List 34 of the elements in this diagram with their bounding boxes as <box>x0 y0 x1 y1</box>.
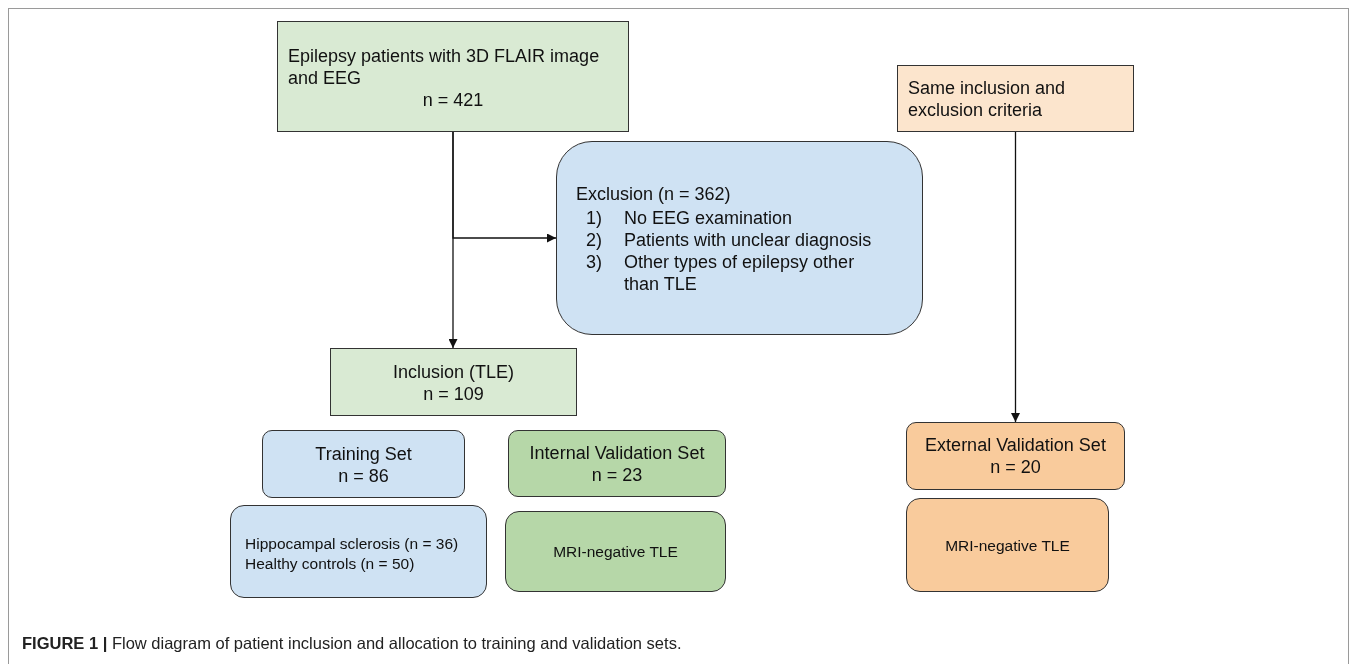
node-text: MRI-negative TLE <box>945 536 1070 556</box>
process-box <box>906 498 1109 592</box>
node-text: Inclusion (TLE) <box>393 361 514 383</box>
node-text: External Validation Set <box>925 434 1106 456</box>
figure-caption: FIGURE 1 | Flow diagram of patient inclusion and allocation to training and validation sets. <box>22 634 682 653</box>
node-text: Internal Validation Set <box>529 442 705 464</box>
process-box <box>277 21 629 132</box>
node-text: n = 421 <box>422 89 484 111</box>
node-text: 1) <box>586 207 602 229</box>
process-box <box>262 430 465 498</box>
node-text: Hippocampal sclerosis (n = 36) <box>245 534 459 554</box>
node-text: Patients with unclear diagnosis <box>624 229 872 251</box>
process-box <box>906 422 1125 490</box>
node-text: MRI-negative TLE <box>553 542 678 562</box>
node-text: Training Set <box>315 443 412 465</box>
process-box <box>330 348 577 416</box>
arrow <box>1011 131 1020 423</box>
node-text: n = 109 <box>423 383 484 405</box>
node-text: Same inclusion and exclusion criteria <box>908 77 1067 121</box>
process-box <box>508 430 726 497</box>
node-text: n = 86 <box>338 465 389 487</box>
process-box <box>230 505 487 598</box>
node-text: Exclusion (n = 362) <box>576 183 731 205</box>
node-text: Healthy controls (n = 50) <box>245 554 415 574</box>
node-text: Other types of epilepsy other than TLE <box>624 251 856 295</box>
node-text: No EEG examination <box>624 207 793 229</box>
node-text: 2) <box>586 229 602 251</box>
process-box <box>505 511 726 592</box>
node-text: n = 20 <box>990 456 1041 478</box>
node-text: 3) <box>586 251 602 273</box>
node-text: n = 23 <box>591 464 643 486</box>
arrow <box>452 131 557 243</box>
exclusion-box <box>556 141 923 335</box>
process-box <box>897 65 1134 132</box>
